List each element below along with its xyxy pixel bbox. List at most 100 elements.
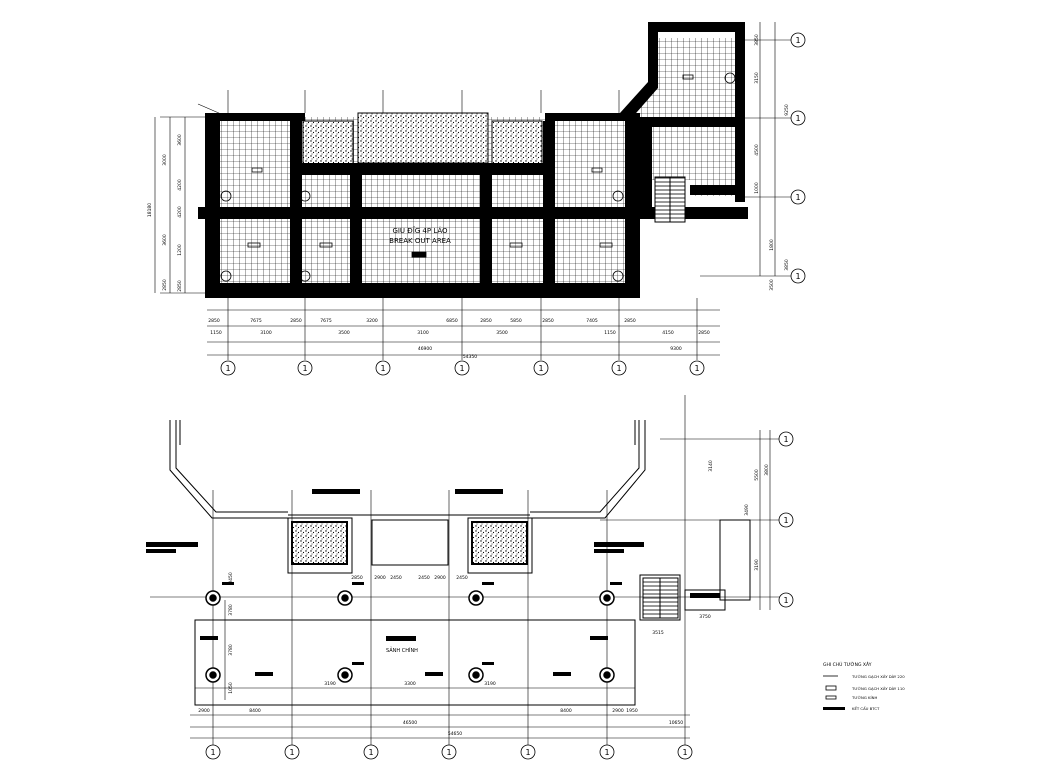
- grid-bubble: 1: [205, 744, 221, 760]
- dim-text: 3800: [764, 464, 770, 476]
- svg-text:1: 1: [795, 114, 800, 123]
- ground-floor-plan: SẢNH CHÍNH 2850 2900 2450 2450 2900 2450…: [146, 395, 794, 760]
- dim-text: 3190: [324, 681, 336, 687]
- legend-item: TƯỜNG GẠCH XÂY DÀY 110: [851, 686, 905, 691]
- dim-text: 3200: [366, 318, 378, 324]
- dim-text: 2850: [351, 575, 363, 581]
- concrete-area: [357, 112, 489, 164]
- dim-text: 3140: [708, 460, 714, 472]
- grid-bubble: 1: [284, 744, 300, 760]
- dim-text: 3600: [177, 134, 183, 146]
- grid-bubble: 1: [778, 512, 794, 528]
- concrete-room: [291, 521, 348, 565]
- dim-text: 3850: [754, 34, 760, 46]
- dim-text: 3490: [744, 504, 750, 516]
- outline-walls: [169, 420, 646, 519]
- dim-text: 4200: [177, 206, 183, 218]
- legend-item: TƯỜNG GẠCH XÂY DÀY 220: [851, 674, 905, 679]
- grid-bubble: 1: [689, 360, 705, 376]
- dim-text: 10650: [669, 720, 683, 726]
- dimension-lines: [190, 430, 771, 739]
- grid-bubble: 1: [520, 744, 536, 760]
- concrete-room: [471, 521, 528, 565]
- wall-legend: GHI CHÚ TƯỜNG XÂY TƯỜNG GẠCH XÂY DÀY 220…: [823, 661, 905, 711]
- vertical-dimension-texts: 5500 3490 3190 3800 3140 3450 3780 3780 …: [228, 460, 770, 694]
- svg-text:1: 1: [694, 364, 699, 373]
- wall-group: [198, 22, 748, 298]
- svg-text:1: 1: [459, 364, 464, 373]
- room-label: BREAK OUT AREA: [389, 237, 451, 245]
- dim-text: 3780: [228, 604, 234, 616]
- svg-text:1: 1: [795, 272, 800, 281]
- dim-text: 1950: [626, 708, 638, 714]
- dim-text: 1150: [604, 330, 616, 336]
- dim-text: 3190: [484, 681, 496, 687]
- dim-text: 2850: [162, 279, 168, 291]
- dim-text: 1050: [228, 682, 234, 694]
- svg-text:1: 1: [446, 748, 451, 757]
- dim-text: 46500: [403, 720, 417, 726]
- legend-item: TƯỜNG KÍNH: [851, 695, 877, 700]
- grid-bubbles-top: 1 1 1 1 1 1 1 1 1 1 1: [220, 32, 806, 376]
- dim-text: 3500: [496, 330, 508, 336]
- mid-dimension-texts: 2850 2900 2450 2450 2900 2450: [351, 575, 468, 581]
- legend-title: GHI CHÚ TƯỜNG XÂY: [823, 661, 872, 668]
- dim-text: 2900: [374, 575, 386, 581]
- svg-text:1: 1: [783, 435, 788, 444]
- svg-text:1: 1: [616, 364, 621, 373]
- annotation-tags: [146, 489, 720, 676]
- hall-label: SẢNH CHÍNH: [386, 646, 418, 654]
- svg-text:1: 1: [210, 748, 215, 757]
- column: [599, 590, 615, 606]
- dim-text: 4500: [754, 144, 760, 156]
- grid-bubble: 1: [677, 744, 693, 760]
- grid-bubble: 1: [778, 431, 794, 447]
- dim-text: 3500: [338, 330, 350, 336]
- svg-text:1: 1: [380, 364, 385, 373]
- svg-text:1: 1: [368, 748, 373, 757]
- grid-bubble: 1: [441, 744, 457, 760]
- grid-bubble: 1: [790, 189, 806, 205]
- dim-text: 6850: [446, 318, 458, 324]
- column: [337, 667, 353, 683]
- dim-text: 3500: [769, 279, 775, 291]
- svg-text:1: 1: [289, 748, 294, 757]
- dim-text: 54350: [463, 354, 477, 360]
- dim-text: 3450: [228, 572, 234, 584]
- svg-text:1: 1: [604, 748, 609, 757]
- dim-text: 8400: [249, 708, 261, 714]
- dim-text: 7675: [320, 318, 332, 324]
- dim-text: 46900: [418, 346, 432, 352]
- fixtures: [220, 72, 736, 282]
- dim-text: 2850: [290, 318, 302, 324]
- column: [205, 590, 221, 606]
- dim-text: 9300: [670, 346, 682, 352]
- svg-text:1: 1: [302, 364, 307, 373]
- dim-text: 7405: [586, 318, 598, 324]
- svg-text:1: 1: [795, 193, 800, 202]
- dim-text: 1000: [754, 182, 760, 194]
- dim-text: 2900: [434, 575, 446, 581]
- bottom-dimension-texts: 3190 3300 3190 2900 8400 8400 2900 1950 …: [198, 614, 711, 737]
- legend-item: KẾT CẤU BTCT: [852, 705, 880, 711]
- dim-text: 9250: [784, 104, 790, 116]
- dim-text: 2850: [624, 318, 636, 324]
- grid-bubble: 1: [611, 360, 627, 376]
- dim-text: 2900: [612, 708, 624, 714]
- dim-text: 3850: [784, 259, 790, 271]
- column: [337, 590, 353, 606]
- dim-text: 3780: [228, 644, 234, 656]
- dim-text: 5500: [754, 469, 760, 481]
- dim-text: 2850: [208, 318, 220, 324]
- top-floor-plan: GIU ĐỈG 4P LÁO BREAK OUT AREA: [147, 22, 806, 376]
- dim-text: 54650: [448, 731, 462, 737]
- dim-text: 7675: [250, 318, 262, 324]
- grid-bubbles-bottom: 1 1 1 1 1 1 1 1 1 1: [205, 431, 794, 760]
- svg-text:1: 1: [525, 748, 530, 757]
- dim-text: 1800: [769, 239, 775, 251]
- dim-text: 3100: [260, 330, 272, 336]
- grid-bubble: 1: [790, 110, 806, 126]
- grid-bubble: 1: [297, 360, 313, 376]
- grid-bubble: 1: [790, 268, 806, 284]
